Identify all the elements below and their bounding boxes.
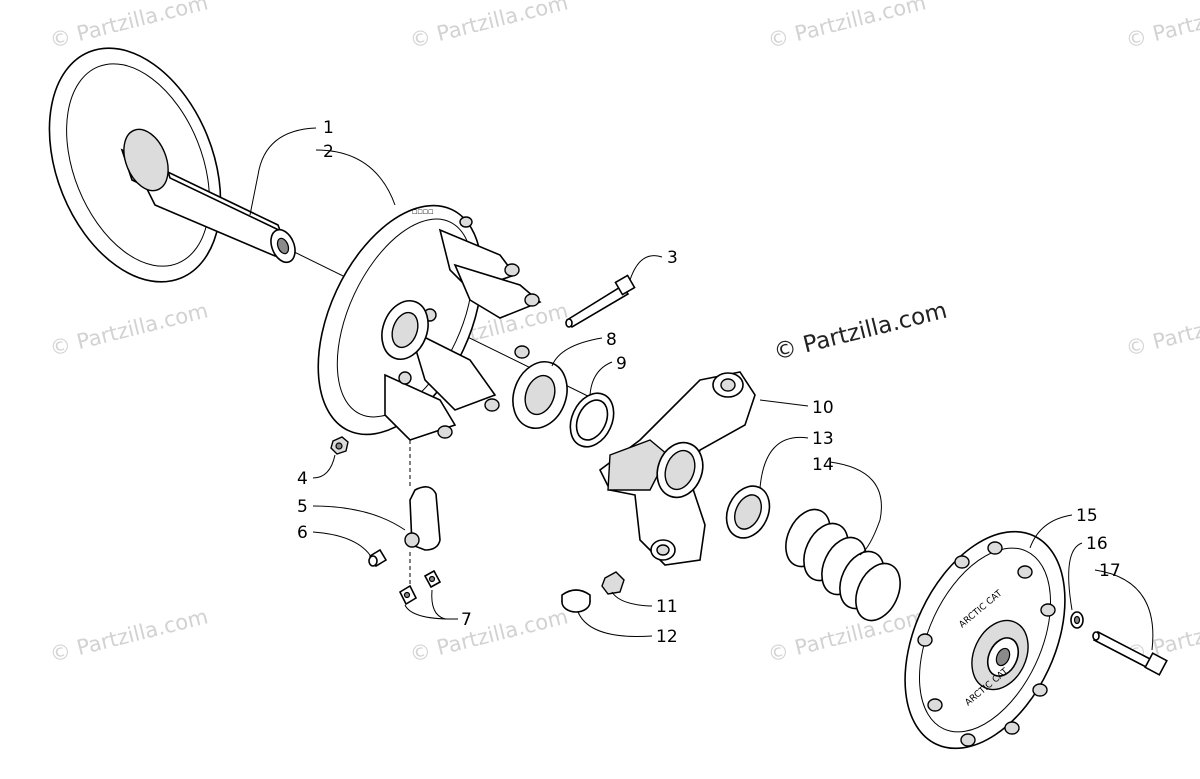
callout-15: 15	[1076, 506, 1098, 526]
callout-16: 16	[1086, 534, 1108, 554]
part-fixed-sheave[interactable]	[17, 23, 300, 308]
watermark: © Partzilla.com	[1123, 0, 1200, 53]
watermark: © Partzilla.com	[765, 0, 928, 53]
part-nut-4[interactable]	[330, 436, 349, 455]
callout-8: 8	[606, 330, 617, 350]
watermark-main: © Partzilla.com	[771, 298, 950, 366]
part-bushing-13[interactable]	[718, 479, 777, 545]
watermark: © Partzilla.com	[47, 0, 210, 53]
part-spider-10[interactable]	[598, 371, 756, 566]
part-bolt-3[interactable]	[565, 274, 636, 329]
callout-17: 17	[1099, 561, 1121, 581]
callout-14: 14	[812, 455, 834, 475]
callout-13: 13	[812, 429, 834, 449]
callout-3: 3	[667, 248, 678, 268]
callout-11: 11	[656, 597, 678, 617]
callout-9: 9	[616, 354, 627, 374]
part-movable-sheave[interactable]: ☐☐☐☐	[285, 180, 542, 460]
callout-labels: 1 2 3 4 5 6 7 8 9 10 11 12 13 14 15 16 1…	[297, 118, 1121, 647]
part-cover-15[interactable]: ARCTIC CAT ARCTIC CAT	[873, 506, 1097, 774]
part-cap-12[interactable]	[561, 589, 591, 613]
part-washer-16[interactable]	[1070, 611, 1084, 629]
callout-12: 12	[656, 627, 678, 647]
watermark: © Partzilla.com	[47, 298, 210, 360]
part-screw-17[interactable]	[1092, 630, 1168, 676]
callout-5: 5	[297, 497, 308, 517]
part-button-11[interactable]	[601, 571, 625, 595]
callout-4: 4	[297, 469, 308, 489]
watermark: © Partzilla.com	[407, 604, 570, 666]
part-arm-5[interactable]	[404, 486, 441, 551]
watermark: © Partzilla.com	[765, 604, 928, 666]
callout-6: 6	[297, 523, 308, 543]
watermark: © Partzilla.com	[47, 604, 210, 666]
callout-7: 7	[461, 610, 472, 630]
part-pin-6[interactable]	[368, 548, 388, 568]
part-spring-14[interactable]	[777, 502, 909, 627]
part-ring-9[interactable]	[562, 386, 622, 454]
part-bushing-8[interactable]	[504, 354, 576, 436]
callout-2: 2	[323, 142, 334, 162]
part-washer-7[interactable]	[398, 569, 442, 606]
callout-1: 1	[323, 118, 334, 138]
sheave-stamp: ☐☐☐☐	[412, 209, 434, 216]
watermark: © Partzilla.com	[1123, 298, 1200, 360]
leader-lines	[249, 127, 1154, 651]
watermark: © Partzilla.com	[407, 0, 570, 53]
callout-10: 10	[812, 398, 834, 418]
